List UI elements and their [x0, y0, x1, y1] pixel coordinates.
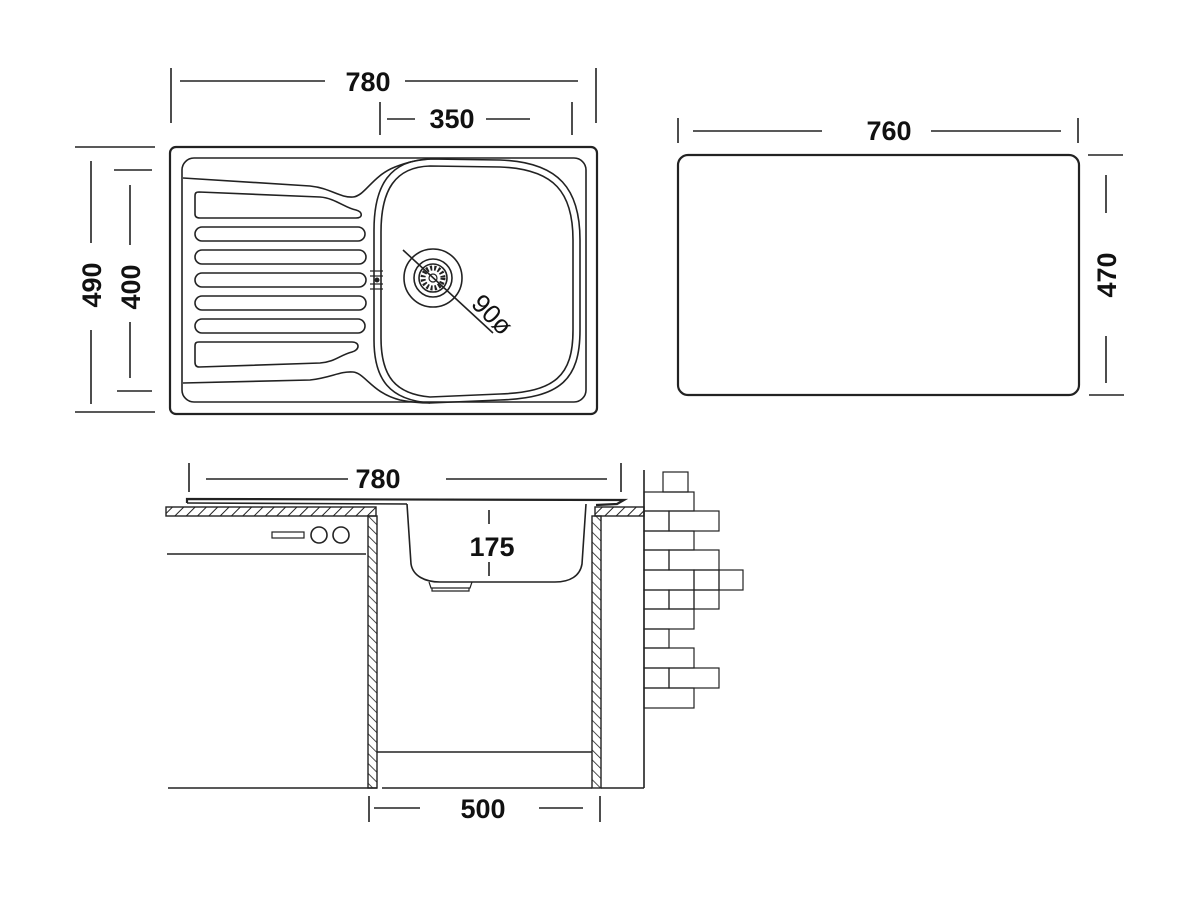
dimension-overall-width: 780	[170, 67, 597, 123]
sink-rim-section	[185, 497, 629, 507]
cutout-view: 760 470	[676, 116, 1124, 397]
overflow-icon	[370, 270, 383, 290]
bowl-outer	[373, 158, 581, 404]
drain-outlet	[428, 581, 473, 592]
label-bowl-depth: 175	[469, 532, 514, 562]
appliance-controls	[167, 526, 366, 555]
drain-icon	[402, 248, 494, 334]
label-drain-diameter: 90ø	[466, 288, 519, 341]
cutout-outline	[676, 153, 1081, 397]
label-overall-width: 780	[345, 67, 390, 97]
cabinet-wall-left	[367, 515, 378, 789]
label-cutout-depth: 470	[1092, 252, 1122, 297]
dimension-section-width: 780	[188, 463, 622, 494]
top-view: 780 350 490 400	[75, 67, 599, 416]
dimension-bowl-depth: 175	[469, 510, 515, 576]
section-view: 780 175	[165, 463, 744, 824]
bowl-section	[406, 503, 587, 583]
sink-inner-rim	[181, 157, 587, 403]
brick-wall	[643, 470, 744, 788]
dimension-inner-depth: 400	[114, 169, 152, 392]
dimension-cutout-depth: 470	[1088, 154, 1124, 396]
label-section-width: 780	[355, 464, 400, 494]
countertop-left	[165, 506, 377, 517]
label-cabinet-width: 500	[460, 794, 505, 824]
countertop-right	[594, 506, 645, 517]
bowl-inner	[380, 165, 574, 398]
dimension-cabinet-width: 500	[368, 794, 601, 824]
dimension-bowl-width: 350	[379, 102, 573, 135]
drainboard-edge	[182, 158, 431, 198]
sink-outer-rim	[168, 145, 599, 416]
drainboard-ribs	[194, 191, 367, 368]
label-bowl-width: 350	[429, 104, 474, 134]
dimension-overall-depth: 490	[75, 146, 155, 413]
label-cutout-width: 760	[866, 116, 911, 146]
label-overall-depth: 490	[77, 262, 107, 307]
dimension-cutout-width: 760	[677, 116, 1079, 146]
label-inner-depth: 400	[116, 264, 146, 309]
cabinet-wall-right	[591, 515, 602, 789]
